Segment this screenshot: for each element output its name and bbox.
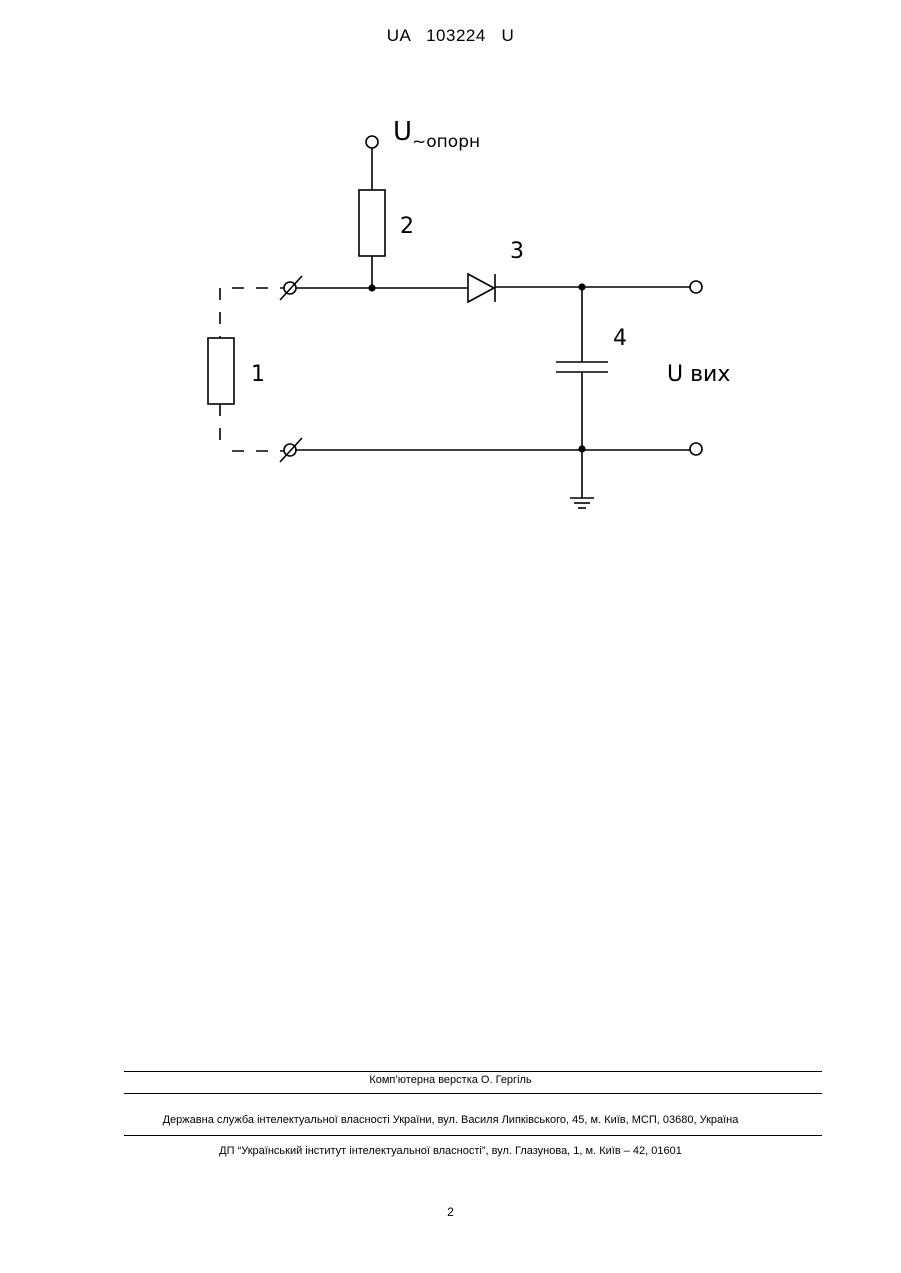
- label-resistor-2: 2: [400, 214, 414, 239]
- label-capacitor-4: 4: [613, 326, 627, 351]
- output-terminal-bottom: [690, 443, 702, 455]
- diode-3: [468, 274, 494, 302]
- label-u-reference-sub: ~опорн: [412, 132, 480, 152]
- junction-capacitor-bottom: [578, 445, 585, 452]
- junction-resistor2: [368, 284, 375, 291]
- footer-rule-middle: [124, 1093, 822, 1094]
- output-terminal-top: [690, 281, 702, 293]
- agency-address: Державна служба інтелектуальної власност…: [0, 1114, 901, 1126]
- resistor-2: [359, 190, 385, 256]
- junction-capacitor-top: [578, 283, 585, 290]
- resistor-1: [208, 338, 234, 404]
- label-u-output: U вих: [667, 362, 730, 387]
- circuit-diagram: U~опорн 2 3 4 1 U вих: [0, 0, 901, 560]
- institute-address: ДП “Український інститут інтелектуальної…: [0, 1145, 901, 1157]
- layout-credit: Комп’ютерна верстка О. Гергіль: [0, 1074, 901, 1086]
- footer-rule-bottom: [124, 1135, 822, 1136]
- footer-rule-top: [124, 1071, 822, 1072]
- label-resistor-1: 1: [251, 362, 265, 387]
- page-number: 2: [0, 1205, 901, 1219]
- label-u-reference-main: U: [393, 117, 412, 147]
- label-diode-3: 3: [510, 239, 524, 264]
- reference-terminal: [366, 136, 378, 148]
- label-u-reference: U~опорн: [393, 117, 480, 152]
